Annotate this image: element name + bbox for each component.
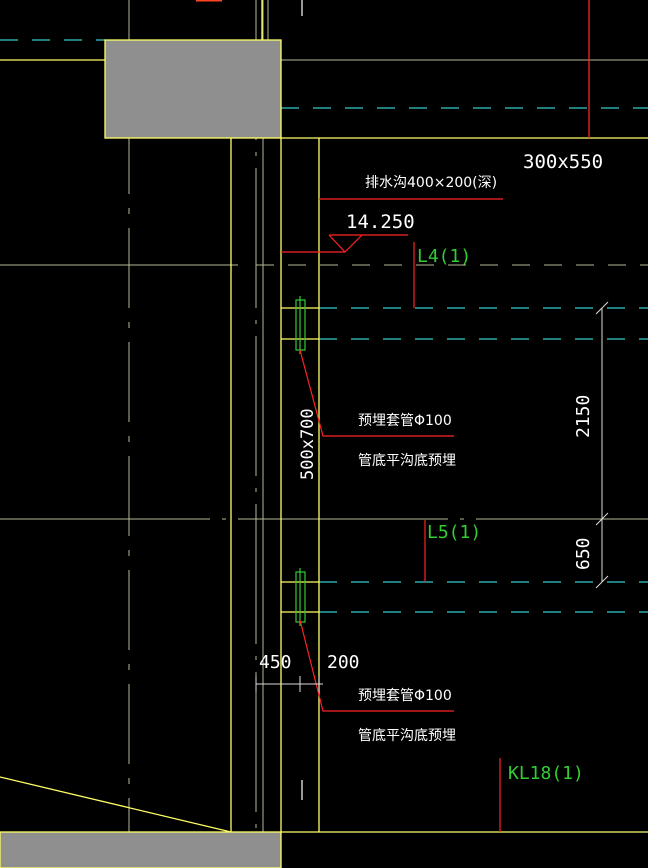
beam-dashed-lines <box>0 39 648 613</box>
column-bottom <box>0 831 282 868</box>
dimension-200: 200 <box>327 652 360 673</box>
beam-l4-label: L4(1) <box>417 246 471 267</box>
beam-l5-label: L5(1) <box>427 522 481 543</box>
dimension-2150: 2150 <box>573 395 594 438</box>
vertical-dimension <box>595 301 609 589</box>
trench-note: 排水沟400×200(深) <box>365 175 497 191</box>
elevation-marker <box>281 198 503 308</box>
sleeve-2-note-line1: 预埋套管Φ100 <box>358 688 452 704</box>
column-top <box>104 39 282 139</box>
sleeve-2-note-line2: 管底平沟底预埋 <box>358 728 456 744</box>
elevation-label: 14.250 <box>346 211 415 233</box>
dimension-650: 650 <box>573 537 594 570</box>
sleeve-2-leader <box>299 619 454 712</box>
sleeve-1-leader <box>299 349 454 437</box>
sleeve-1-note-line1: 预埋套管Φ100 <box>358 413 452 429</box>
wall-beam-size-label: 500x700 <box>298 408 318 480</box>
dimension-450: 450 <box>259 652 292 673</box>
beam-size-label: 300x550 <box>523 151 603 173</box>
horizontal-dimension <box>255 676 323 692</box>
sleeve-1-note-line2: 管底平沟底预埋 <box>358 453 456 469</box>
beam-kl18-label: KL18(1) <box>508 763 584 784</box>
